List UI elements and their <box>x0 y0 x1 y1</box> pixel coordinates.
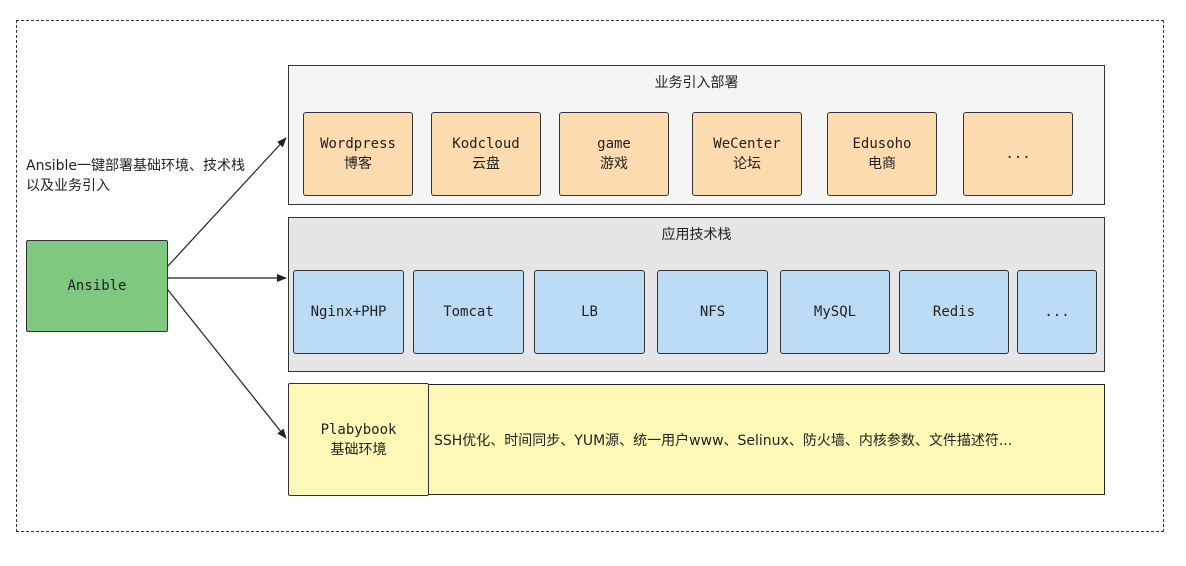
business-item-more[interactable]: ... <box>963 112 1073 196</box>
business-item-desc: 电商 <box>868 156 896 172</box>
business-item-desc: 游戏 <box>600 156 628 172</box>
arrow-to-business <box>167 137 287 267</box>
arrow-to-playbook <box>167 289 287 439</box>
business-item-edusoho[interactable]: Edusoho 电商 <box>827 112 937 196</box>
stack-item-label: ... <box>1044 304 1070 320</box>
diagram-note: Ansible一键部署基础环境、技术栈以及业务引入 <box>26 158 246 194</box>
business-item-name: Wordpress <box>320 136 396 152</box>
stack-item-tomcat[interactable]: Tomcat <box>413 270 524 354</box>
business-item-name: game <box>597 136 631 152</box>
stack-item-nginx-php[interactable]: Nginx+PHP <box>293 270 404 354</box>
outer-frame <box>16 20 1164 532</box>
business-item-desc: 论坛 <box>733 156 761 172</box>
ansible-node[interactable]: Ansible <box>26 240 168 332</box>
ansible-label: Ansible <box>67 278 127 294</box>
business-item-wordpress[interactable]: Wordpress 博客 <box>303 112 413 196</box>
business-item-desc: 云盘 <box>472 156 500 172</box>
business-item-name: Kodcloud <box>452 136 520 152</box>
playbook-label-zh: 基础环境 <box>330 441 387 458</box>
stack-item-lb[interactable]: LB <box>534 270 645 354</box>
stack-item-label: LB <box>581 304 598 320</box>
stack-item-redis[interactable]: Redis <box>899 270 1009 354</box>
business-item-kodcloud[interactable]: Kodcloud 云盘 <box>431 112 541 196</box>
stack-item-label: Tomcat <box>443 304 494 320</box>
stack-item-label: MySQL <box>813 304 857 320</box>
stack-item-mysql[interactable]: MySQL <box>780 270 890 354</box>
business-item-name: ... <box>1005 146 1031 162</box>
stack-item-label: NFS <box>699 304 726 320</box>
playbook-label-en: Plabybook <box>320 421 397 438</box>
stack-item-nfs[interactable]: NFS <box>657 270 768 354</box>
stack-item-label: Redis <box>932 304 976 320</box>
stack-title: 应用技术栈 <box>661 227 732 243</box>
playbook-detail: SSH优化、时间同步、YUM源、统一用户www、Selinux、防火墙、内核参数… <box>434 432 1013 449</box>
stack-item-label: Nginx+PHP <box>310 304 387 320</box>
playbook-node[interactable]: Plabybook 基础环境 <box>288 383 429 496</box>
business-title: 业务引入部署 <box>654 75 739 91</box>
business-item-desc: 博客 <box>344 156 372 172</box>
business-item-name: Edusoho <box>852 136 912 152</box>
business-item-name: WeCenter <box>713 136 781 152</box>
business-item-wecenter[interactable]: WeCenter 论坛 <box>692 112 802 196</box>
business-item-game[interactable]: game 游戏 <box>559 112 669 196</box>
stack-item-more[interactable]: ... <box>1017 270 1097 354</box>
